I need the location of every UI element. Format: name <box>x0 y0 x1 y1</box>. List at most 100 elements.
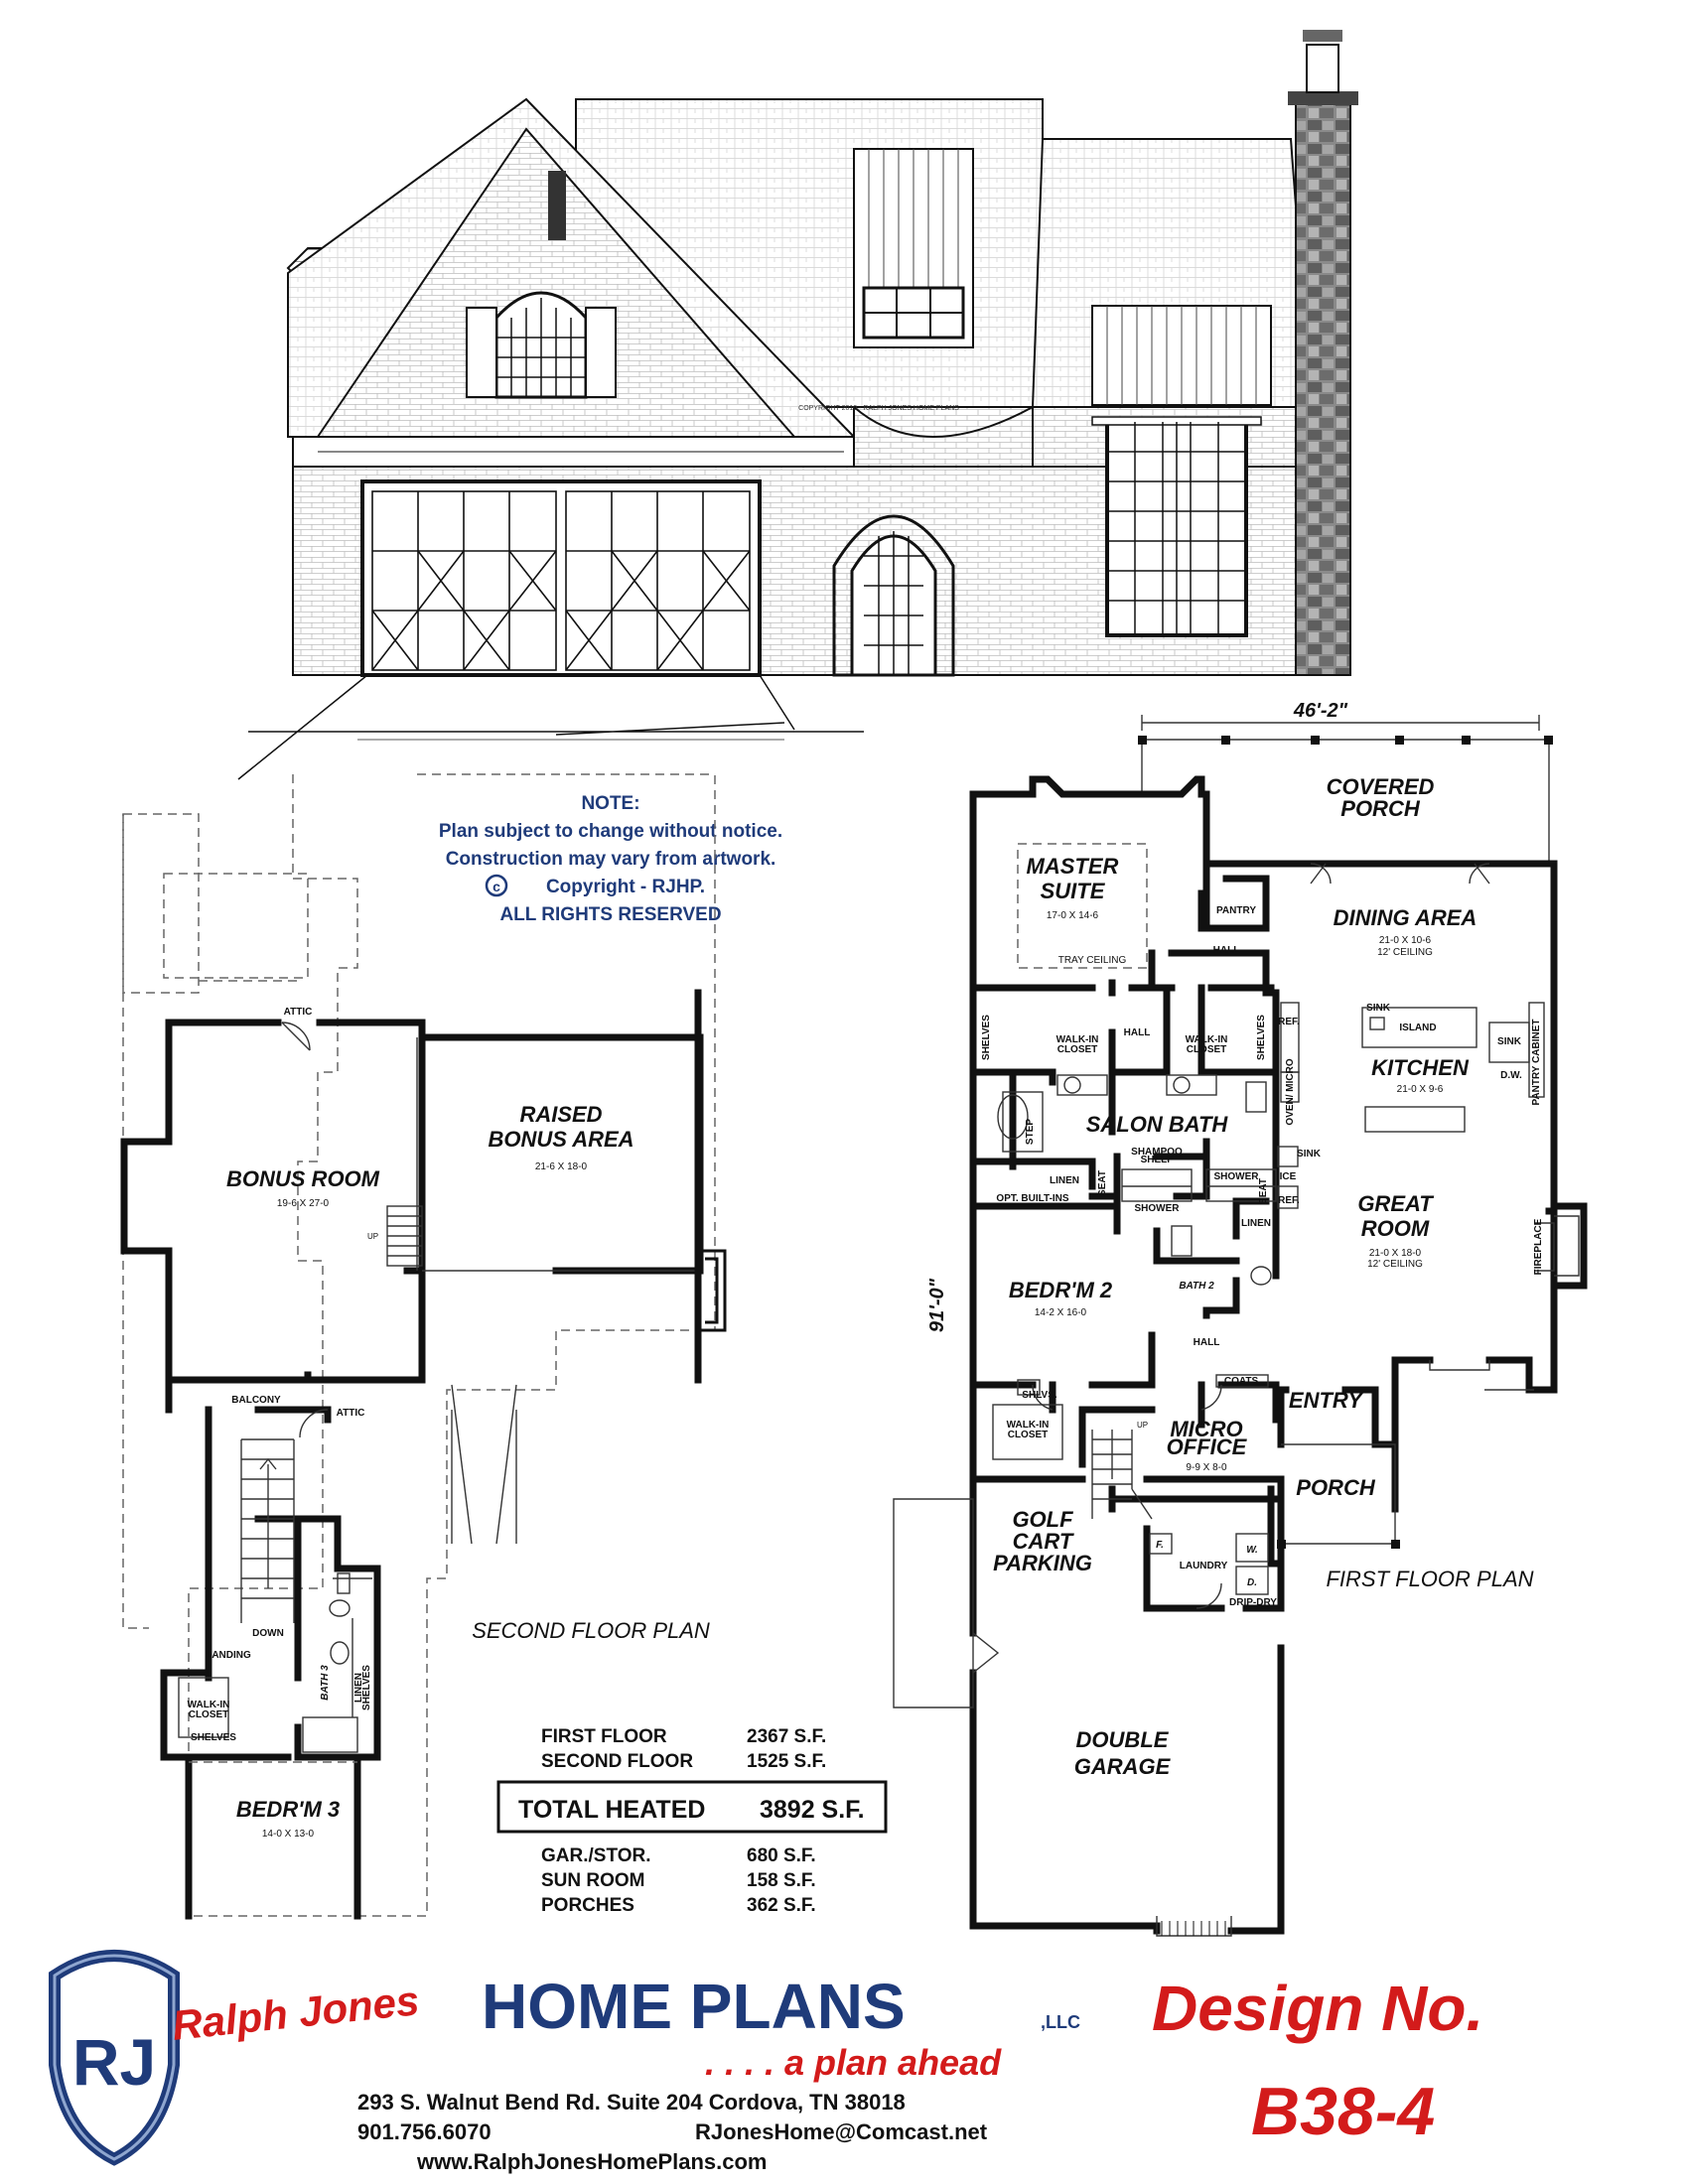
great-room-line-2: ROOM <box>1361 1216 1430 1241</box>
design-label: Design No. <box>1152 1973 1483 2044</box>
company-name: HOME PLANS <box>482 1971 906 2042</box>
double-garage-line-1: DOUBLE <box>1076 1727 1170 1752</box>
copyright-symbol: c <box>492 879 500 894</box>
note-line-1: Plan subject to change without notice. <box>439 821 782 842</box>
dryer-label: D. <box>1247 1577 1257 1588</box>
master-suite-dims: 17-0 X 14-6 <box>1047 910 1099 921</box>
elevation-copyright: COPYRIGHT 2010 - RALPH JONES HOME PLANS <box>798 405 959 412</box>
front-elevation: COPYRIGHT 2010 - RALPH JONES HOME PLANS <box>237 30 1358 780</box>
ice-label: ICE <box>1280 1171 1297 1182</box>
seat-label-1: SEAT <box>1097 1170 1108 1196</box>
walkin-3-label-2: CLOSET <box>189 1709 229 1720</box>
sf-first-floor-label: FIRST FLOOR <box>541 1726 667 1747</box>
great-room-dims: 21-0 X 18-0 <box>1369 1248 1422 1259</box>
master-tray-ceiling: TRAY CEILING <box>1058 955 1127 966</box>
second-floor-plan: UP ATTIC BALCONY ATTIC DOWN LANDING BAT <box>120 773 727 1920</box>
micro-office-dims: 9-9 X 8-0 <box>1186 1462 1227 1473</box>
micro-office-line-2: OFFICE <box>1167 1434 1248 1459</box>
dishwasher-label: D.W. <box>1500 1070 1522 1081</box>
oven-micro-label: OVEN/ MICRO <box>1285 1058 1296 1125</box>
raised-bonus-line-2: BONUS AREA <box>488 1127 633 1152</box>
opt-builtins-label: OPT. BUILT-INS <box>996 1193 1068 1204</box>
ref-label: REF. <box>1278 1017 1300 1027</box>
balcony-label: BALCONY <box>231 1395 281 1406</box>
sink-label-3: SINK <box>1297 1149 1322 1160</box>
rj-shield-logo: RJ <box>49 1950 180 2166</box>
seat-label-2: SEAT <box>1258 1178 1269 1204</box>
bedroom2-name: BEDR'M 2 <box>1009 1278 1113 1302</box>
script-name: Ralph Jones <box>170 1977 421 2049</box>
micro-office-line-1: MICRO <box>1170 1417 1242 1441</box>
down-label: DOWN <box>252 1628 284 1639</box>
sf-garage-value: 680 S.F. <box>747 1845 816 1866</box>
note-line-2: Construction may vary from artwork. <box>446 849 776 870</box>
sink-label-2: SINK <box>1497 1036 1522 1047</box>
attic-label-top: ATTIC <box>284 1007 313 1018</box>
drip-dry-label: DRIP-DRY <box>1229 1597 1277 1608</box>
depth-dimension: 91'-0" <box>926 1278 948 1332</box>
bedroom3-name: BEDR'M 3 <box>236 1797 340 1822</box>
sf-second-floor-label: SECOND FLOOR <box>541 1751 693 1772</box>
sf-total-value: 3892 S.F. <box>760 1796 865 1824</box>
walkin-3-label-1: WALK-IN <box>188 1700 230 1710</box>
golf-cart-line-1: GOLF <box>1012 1507 1073 1532</box>
tagline: . . . . a plan ahead <box>705 2042 1002 2083</box>
up-label-2f: UP <box>367 1232 378 1241</box>
dining-area-name: DINING AREA <box>1334 905 1477 930</box>
shelves-label-a: SHELVES <box>981 1015 992 1060</box>
second-floor-title: SECOND FLOOR PLAN <box>472 1618 710 1643</box>
sf-first-floor-value: 2367 S.F. <box>747 1726 826 1747</box>
pantry-cabinet-label: PANTRY CABINET <box>1531 1019 1542 1105</box>
width-dimension: 46'-2" <box>1293 700 1348 722</box>
sf-porches-label: PORCHES <box>541 1895 634 1916</box>
logo-letters: RJ <box>72 2025 156 2099</box>
dining-area-ceiling: 12' CEILING <box>1377 947 1433 958</box>
ref-label-2: REF. <box>1278 1195 1300 1206</box>
sf-total-label: TOTAL HEATED <box>518 1796 705 1824</box>
walkin-closet-a-2: CLOSET <box>1057 1044 1098 1055</box>
hall-label-low: HALL <box>1194 1337 1220 1348</box>
golf-cart-line-2: CART <box>1013 1529 1074 1554</box>
website[interactable]: www.RalphJonesHomePlans.com <box>416 2149 768 2174</box>
walkin-closet-c-2: CLOSET <box>1008 1430 1049 1440</box>
shelves-label-c: SHLVS. <box>1022 1390 1057 1401</box>
shampoo-label-2: SHELF <box>1141 1155 1174 1165</box>
step-label: STEP <box>1025 1119 1036 1145</box>
salon-bath-label: SALON BATH <box>1086 1112 1229 1137</box>
square-footage-table: FIRST FLOOR 2367 S.F. SECOND FLOOR 1525 … <box>496 1726 888 1916</box>
sf-sunroom-value: 158 S.F. <box>747 1870 816 1891</box>
coats-label: COATS <box>1224 1376 1259 1387</box>
note-heading: NOTE: <box>581 793 639 814</box>
bedroom3-dims: 14-0 X 13-0 <box>262 1829 315 1840</box>
bonus-room-name: BONUS ROOM <box>226 1166 380 1191</box>
entry-label: ENTRY <box>1289 1388 1364 1413</box>
covered-porch-line-1: COVERED <box>1327 774 1435 799</box>
sf-second-floor-value: 1525 S.F. <box>747 1751 826 1772</box>
linen-shelves-label-2: SHELVES <box>361 1665 372 1710</box>
pantry-label: PANTRY <box>1216 905 1256 916</box>
kitchen-dims: 21-0 X 9-6 <box>1397 1084 1444 1095</box>
linen-label-2: LINEN <box>1241 1218 1271 1229</box>
walkin-closet-b-1: WALK-IN <box>1186 1034 1228 1045</box>
sink-label-1: SINK <box>1366 1003 1391 1014</box>
master-suite-line-2: SUITE <box>1041 879 1106 903</box>
freezer-label: F. <box>1156 1540 1164 1551</box>
raised-bonus-dims: 21-6 X 18-0 <box>535 1161 588 1172</box>
total-heated-box <box>496 1780 888 1834</box>
first-floor-title: FIRST FLOOR PLAN <box>1326 1567 1533 1591</box>
bath2-label: BATH 2 <box>1179 1281 1214 1292</box>
kitchen-name: KITCHEN <box>1371 1055 1470 1080</box>
note-line-4: ALL RIGHTS RESERVED <box>499 904 721 925</box>
walkin-closet-c-1: WALK-IN <box>1007 1420 1050 1431</box>
first-floor-plan: 46'-2" 91'-0" COVERED PORCH FIREPLACE <box>893 700 1588 1937</box>
hall-label-mid: HALL <box>1124 1027 1151 1038</box>
linen-label: LINEN <box>1050 1175 1079 1186</box>
walkin-closet-a-1: WALK-IN <box>1056 1034 1099 1045</box>
address: 293 S. Walnut Bend Rd. Suite 204 Cordova… <box>357 2090 906 2115</box>
note-line-3: Copyright - RJHP. <box>546 877 705 897</box>
linen-shelves-label-1: LINEN <box>353 1673 364 1703</box>
golf-cart-line-3: PARKING <box>993 1551 1092 1575</box>
shower-label-2: SHOWER <box>1214 1171 1260 1182</box>
shower-label-1: SHOWER <box>1135 1203 1181 1214</box>
